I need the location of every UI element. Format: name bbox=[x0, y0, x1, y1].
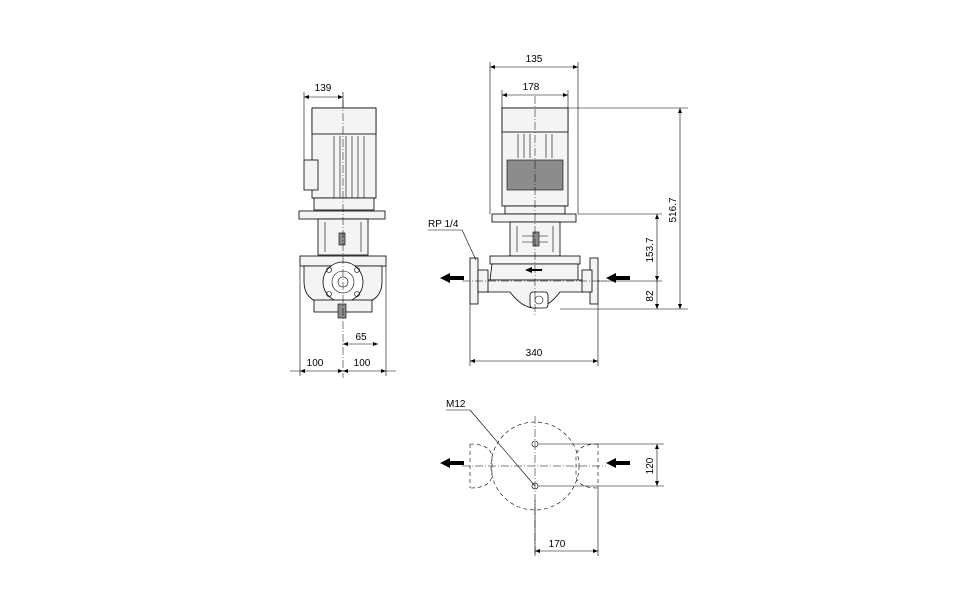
dim-side-left-half: 100 bbox=[307, 358, 324, 369]
dim-plan-bolt-spacing: 120 bbox=[645, 457, 656, 474]
dim-front-port-height: 82 bbox=[645, 290, 656, 302]
dim-side-top-width: 139 bbox=[315, 83, 332, 94]
front-pump-upper-casing bbox=[489, 263, 579, 281]
side-motor-fan-cover bbox=[311, 107, 377, 135]
outlet-left-arrow-icon bbox=[440, 273, 464, 283]
dim-front-upper-height: 153.7 bbox=[645, 237, 656, 262]
front-motor-stool-flange bbox=[491, 213, 577, 223]
front-view: RP 1/4 135 178 516.7 153.7 bbox=[428, 54, 688, 366]
side-shaft bbox=[338, 232, 346, 246]
side-drain-plug bbox=[337, 303, 347, 319]
label-vent-plug: RP 1/4 bbox=[428, 219, 459, 230]
side-terminal-box bbox=[303, 159, 319, 191]
plan-left-flange bbox=[469, 443, 493, 489]
plan-outlet-left-arrow-icon bbox=[440, 458, 464, 468]
dim-plan-half-span: 170 bbox=[549, 539, 566, 550]
plan-inlet-left-arrow-icon bbox=[606, 458, 630, 468]
plan-right-flange bbox=[575, 443, 599, 489]
inlet-left-arrow-icon bbox=[606, 273, 630, 283]
label-anchor-thread: M12 bbox=[446, 399, 466, 410]
side-motor-flange-neck bbox=[313, 197, 375, 211]
side-motor-fins bbox=[333, 136, 365, 198]
front-shaft bbox=[532, 231, 540, 247]
dim-front-overall-height: 516.7 bbox=[668, 197, 679, 222]
side-motor-stool-flange bbox=[298, 210, 386, 220]
front-motor-fins bbox=[517, 134, 553, 158]
front-drain-boss bbox=[529, 291, 549, 309]
dim-side-port-offset: 65 bbox=[355, 332, 367, 343]
side-view: 139 65 100 100 bbox=[290, 83, 396, 378]
plan-view: M12 120 170 bbox=[440, 399, 664, 556]
front-body-flow-icon bbox=[525, 267, 542, 273]
dim-side-right-half: 100 bbox=[354, 358, 371, 369]
dim-front-outer-width: 135 bbox=[526, 54, 543, 65]
dim-front-motor-width: 178 bbox=[523, 82, 540, 93]
dim-front-port-span: 340 bbox=[526, 348, 543, 359]
